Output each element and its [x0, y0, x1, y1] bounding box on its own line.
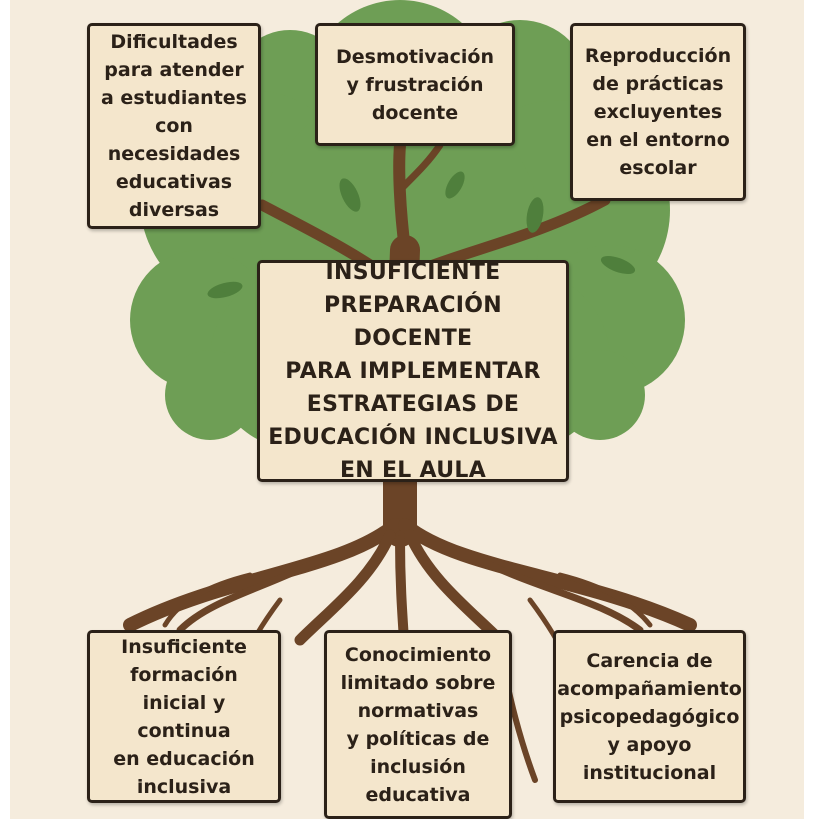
central-problem-box: INSUFICIENTE PREPARACIÓN DOCENTE PARA IM…: [257, 260, 569, 483]
effect-box-3: Reproducción de prácticas excluyentes en…: [570, 23, 746, 201]
effect-box-2: Desmotivación y frustración docente: [315, 23, 515, 146]
cause-box-2: Conocimiento limitado sobre normativas y…: [324, 630, 512, 819]
cause-box-1: Insuficiente formación inicial y continu…: [87, 630, 281, 803]
effect-box-1: Dificultades para atender a estudiantes …: [87, 23, 261, 229]
cause-box-3: Carencia de acompañamiento psicopedagógi…: [553, 630, 746, 803]
tree-leaves: [207, 171, 636, 299]
